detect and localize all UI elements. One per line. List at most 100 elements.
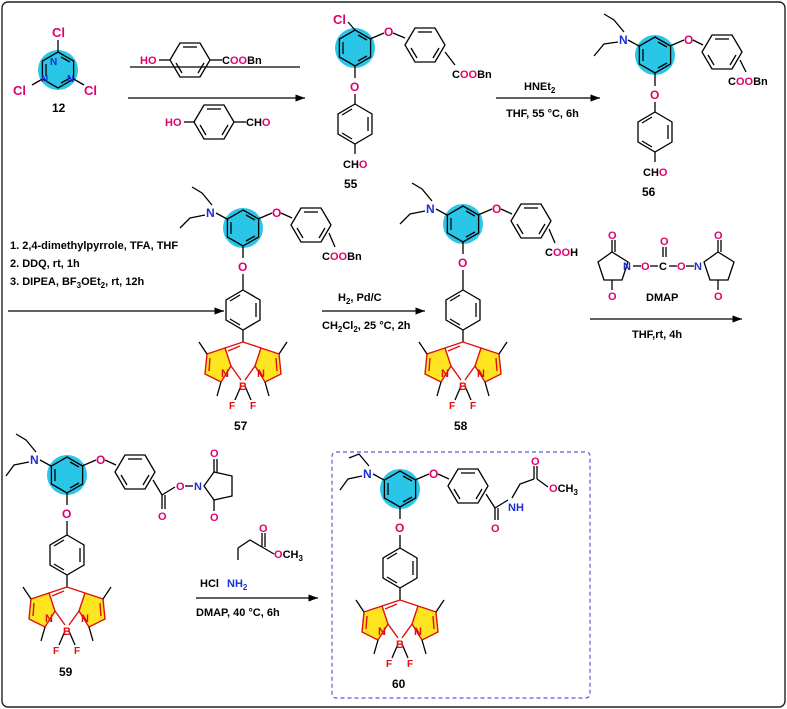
- compound-60: N O O NH O OCH3 O N N B F F: [339, 453, 578, 670]
- o-atom: O: [62, 507, 71, 521]
- b-atom: B: [63, 626, 71, 638]
- n-atom-bodipy: N: [45, 613, 53, 625]
- ester-coobn-55: COOBn: [452, 69, 492, 81]
- o-atom: O: [458, 256, 467, 270]
- n-atom: N: [50, 57, 57, 68]
- condition-step3-line1: 1. 2,4-dimethylpyrrole, TFA, THF: [10, 240, 178, 252]
- o-atom: O: [650, 88, 659, 102]
- cooh-58: COOH: [545, 247, 578, 259]
- compound-label-58: 58: [454, 419, 468, 433]
- n-atom-bodipy: N: [414, 626, 422, 638]
- ester-coobn-56: COOBn: [728, 76, 768, 88]
- n-atom-bodipy: N: [477, 368, 485, 380]
- o-atom: O: [238, 260, 247, 274]
- f-atom: F: [74, 646, 80, 657]
- compound-label-57: 57: [234, 419, 248, 433]
- o-atom: O: [641, 261, 650, 273]
- o-atom: O: [210, 512, 219, 524]
- compound-57: N O COOBn O N N B F F: [179, 186, 362, 412]
- cl-atom-12c: Cl: [13, 83, 26, 98]
- cl-atom-12a: Cl: [52, 25, 65, 40]
- n-atom-bodipy: N: [257, 368, 265, 380]
- f-atom: F: [53, 646, 59, 657]
- o-atom: O: [210, 448, 219, 460]
- n-atom: N: [41, 74, 48, 85]
- c-atom: C: [659, 261, 667, 273]
- n-atom: N: [623, 261, 631, 273]
- n-atom: N: [694, 261, 702, 273]
- compound-59: N O O O N O O O N N B F F: [5, 433, 233, 657]
- compound-label-12: 12: [52, 101, 66, 115]
- ester-coobn-57: COOBn: [322, 251, 362, 263]
- n-atom: N: [30, 453, 39, 467]
- step1-arrow-group: HO COOBn HO CHO: [128, 42, 305, 140]
- compound-56: N O COOBn O CHO: [593, 13, 768, 179]
- och3-group: OCH3: [549, 483, 578, 497]
- step3-arrow-group: 1. 2,4-dimethylpyrrole, TFA, THF 2. DDQ,…: [8, 240, 224, 315]
- compound-12: Cl Cl Cl N N N: [13, 25, 97, 98]
- b-atom: B: [396, 639, 404, 651]
- f-atom: F: [386, 659, 392, 670]
- reagent-cho-bottom: CHO: [246, 117, 271, 129]
- o-atom: O: [684, 33, 693, 47]
- compound-55: Cl O COOBn O CHO: [333, 12, 492, 171]
- product-box: [331, 451, 591, 699]
- condition-step3-line2: 2. DDQ, rt, 1h: [10, 258, 80, 270]
- o-atom: O: [350, 80, 359, 94]
- cl-atom: Cl: [333, 12, 346, 27]
- step4-arrow-group: H2, Pd/C CH2Cl2, 25 °C, 2h: [322, 292, 425, 334]
- o-atom: O: [429, 467, 438, 481]
- compound-58: N O COOH O N N B F F: [399, 182, 578, 412]
- compound-label-59: 59: [59, 665, 73, 679]
- o-atom: O: [158, 511, 167, 523]
- o-atom: O: [395, 521, 404, 535]
- f-atom: F: [229, 401, 235, 412]
- reagent-h2-pdc: H2, Pd/C: [338, 292, 382, 306]
- condition-step5: THF,rt, 4h: [632, 329, 682, 341]
- nh2-group: NH2: [227, 578, 248, 592]
- n-atom: N: [67, 74, 74, 85]
- cho-56: CHO: [643, 167, 668, 179]
- o-atom: O: [714, 291, 723, 303]
- o-atom: O: [259, 523, 268, 535]
- step5-arrow-group: O O N O C O O N O O DMAP THF,rt, 4h: [590, 230, 742, 341]
- b-atom: B: [239, 381, 247, 393]
- o-atom: O: [660, 236, 669, 248]
- n-atom: N: [619, 33, 628, 47]
- reagent-hcl: HCl: [200, 578, 219, 590]
- n-atom: N: [363, 467, 372, 481]
- condition-step6: DMAP, 40 °C, 6h: [196, 607, 280, 619]
- b-atom: B: [459, 381, 467, 393]
- compound-label-60: 60: [392, 677, 406, 691]
- o-atom: O: [531, 456, 540, 468]
- n-atom: N: [426, 202, 435, 216]
- n-atom: N: [206, 206, 215, 220]
- f-atom: F: [449, 401, 455, 412]
- o-atom: O: [608, 291, 617, 303]
- reagent-hnet2: HNEt2: [524, 81, 556, 95]
- o-atom: O: [492, 202, 501, 216]
- f-atom: F: [250, 401, 256, 412]
- nh-group: NH: [508, 502, 524, 514]
- step6-arrow-group: O OCH3 HCl NH2 DMAP, 40 °C, 6h: [196, 523, 318, 619]
- o-atom: O: [176, 481, 185, 493]
- o-atom: O: [384, 25, 393, 39]
- ho-label: HO: [140, 55, 157, 67]
- o-atom: O: [714, 230, 723, 242]
- o-atom: O: [608, 230, 617, 242]
- o-atom: O: [677, 261, 686, 273]
- cho-55: CHO: [343, 159, 368, 171]
- condition-step3-line3: 3. DIPEA, BF3OEt2, rt, 12h: [10, 276, 144, 290]
- o-atom: O: [491, 523, 500, 535]
- f-atom: F: [470, 401, 476, 412]
- compound-label-56: 56: [642, 185, 656, 199]
- o-atom: O: [272, 206, 281, 220]
- n-atom: N: [194, 481, 202, 493]
- n-atom-bodipy: N: [378, 626, 386, 638]
- n-atom-bodipy: N: [81, 613, 89, 625]
- condition-step4: CH2Cl2, 25 °C, 2h: [322, 320, 411, 334]
- n-atom-bodipy: N: [441, 368, 449, 380]
- och3-group: OCH3: [274, 549, 303, 563]
- o-atom: O: [96, 453, 105, 467]
